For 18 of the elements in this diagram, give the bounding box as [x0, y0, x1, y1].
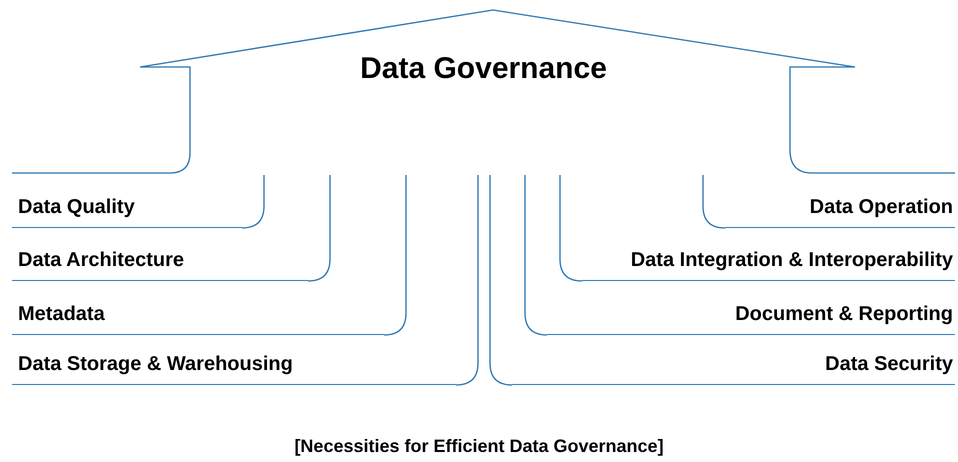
category-label: Data Storage & Warehousing: [12, 336, 456, 385]
category-label: Data Quality: [12, 180, 242, 228]
connector-line: [489, 175, 512, 386]
category-label: Data Architecture: [12, 232, 308, 281]
caption: [Necessities for Efficient Data Governance]: [293, 436, 665, 457]
connector-line: [384, 175, 407, 336]
category-label: Metadata: [12, 286, 384, 335]
connector-line: [308, 175, 331, 282]
connector-line: [242, 175, 265, 229]
category-label: Data Security: [512, 336, 955, 385]
connector-line: [702, 175, 726, 229]
connector-line: [524, 175, 548, 336]
category-label: Data Operation: [725, 180, 955, 228]
category-label: Data Integration & Interoperability: [582, 232, 955, 281]
category-label: Document & Reporting: [547, 286, 955, 335]
heading-text: Data Governance: [359, 52, 608, 86]
connector-line: [456, 175, 479, 386]
connector-line: [559, 175, 582, 282]
